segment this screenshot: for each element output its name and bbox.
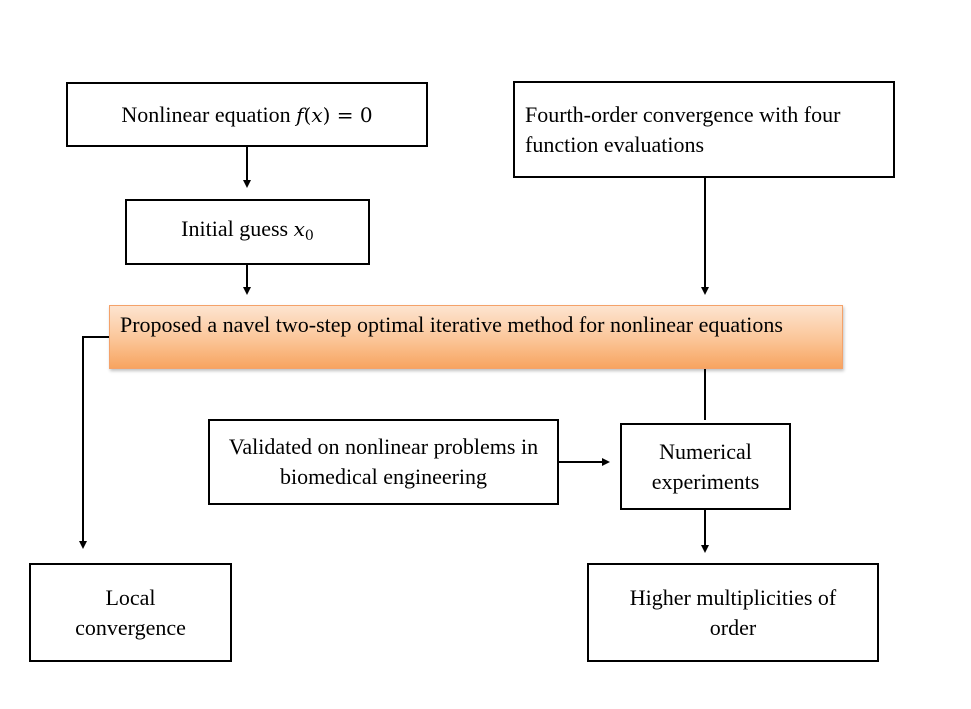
- proposed-method-label: Proposed a navel two-step optimal iterat…: [120, 312, 783, 337]
- math-open-paren: (: [303, 102, 312, 127]
- validated-box: Validated on nonlinear problems in biome…: [208, 419, 559, 505]
- arrow-proposed-to-local: [79, 336, 109, 549]
- math-f: f: [296, 102, 304, 127]
- higher-multiplicities-label: Higher multiplicities of order: [629, 584, 837, 640]
- local-convergence-box: Local convergence: [29, 563, 232, 662]
- proposed-method-box: Proposed a navel two-step optimal iterat…: [109, 305, 843, 369]
- numerical-experiments-label: Numerical experiments: [651, 438, 760, 494]
- initial-guess-label: Initial guess: [181, 215, 294, 241]
- math-x0: x: [293, 216, 305, 241]
- math-x: x: [311, 102, 323, 127]
- math-subscript-0: 0: [304, 227, 314, 244]
- validated-label: Validated on nonlinear problems in biome…: [228, 434, 539, 489]
- nonlinear-equation-label: Nonlinear equation: [121, 101, 297, 127]
- numerical-experiments-box: Numerical experiments: [620, 423, 791, 510]
- initial-guess-box: Initial guess x0: [125, 199, 370, 265]
- math-equals-zero: ) = 0: [322, 102, 373, 127]
- local-convergence-label: Local convergence: [75, 584, 186, 640]
- higher-multiplicities-box: Higher multiplicities of order: [587, 563, 879, 662]
- nonlinear-equation-box: Nonlinear equation f(x) = 0: [66, 82, 428, 147]
- fourth-order-box: Fourth-order convergence with four funct…: [513, 81, 895, 178]
- fourth-order-label: Fourth-order convergence with four funct…: [525, 102, 841, 157]
